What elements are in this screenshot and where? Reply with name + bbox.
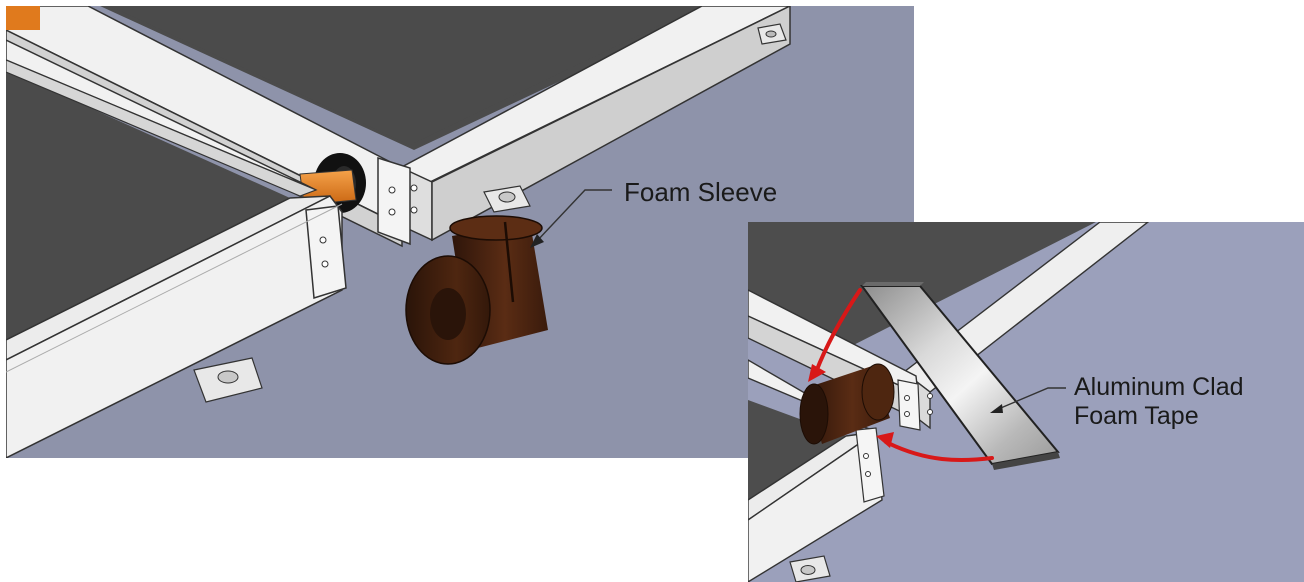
rail-end-cap <box>377 156 411 246</box>
foam-sleeve-label: Foam Sleeve <box>624 177 777 207</box>
foam-sleeve-leader <box>535 189 612 243</box>
wrap-arrow-upper <box>814 288 862 374</box>
tape-leader <box>995 387 1066 411</box>
inset-view <box>748 222 1304 582</box>
aluminum-tape-label-line2: Foam Tape <box>1074 402 1199 430</box>
foam-sleeve <box>405 215 548 365</box>
bottom-solar-panel <box>6 70 290 340</box>
inset-foam-sleeve <box>799 363 895 445</box>
wrap-arrow-lower <box>884 440 994 463</box>
wrap-direction-arrows <box>814 288 994 463</box>
aluminum-clad-foam-tape <box>860 282 1060 470</box>
main-view <box>6 6 914 458</box>
bottom-frame-end-cap <box>305 205 347 299</box>
mounting-bracket <box>789 555 831 582</box>
mounting-bracket <box>193 357 263 403</box>
mounting-bracket <box>483 185 531 213</box>
aluminum-tape-label-line1: Aluminum Clad <box>1074 373 1244 401</box>
